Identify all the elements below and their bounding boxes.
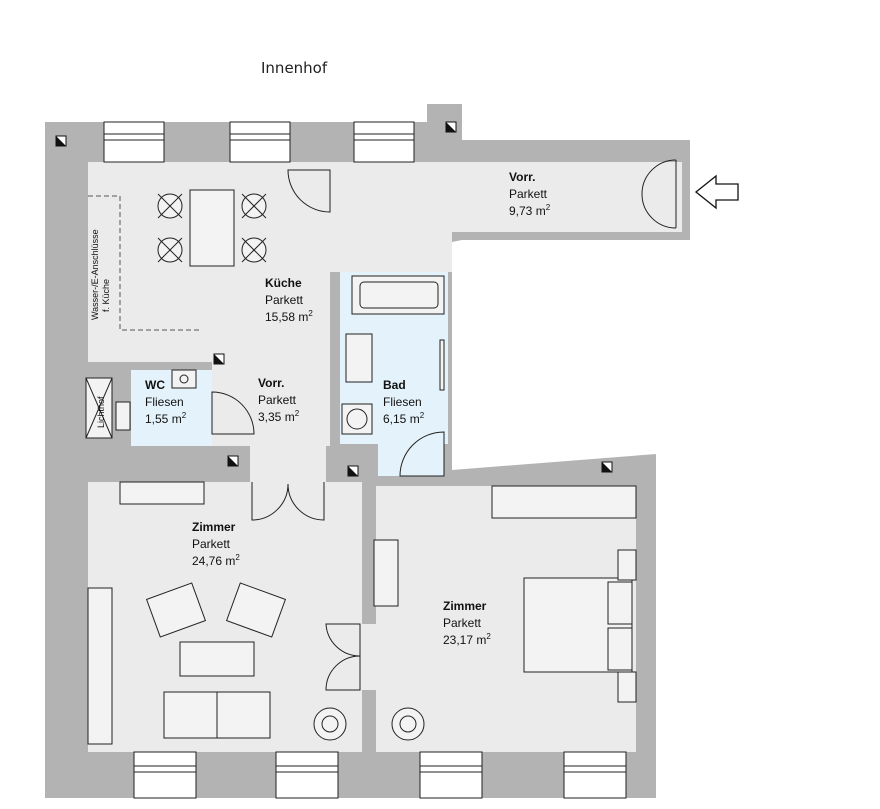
entry-hall-floor xyxy=(330,162,682,232)
windows-top xyxy=(103,121,415,163)
svg-text:Vorr.: Vorr. xyxy=(509,170,535,184)
bath-fixtures xyxy=(341,275,445,435)
svg-text:6,15 m2: 6,15 m2 xyxy=(383,411,425,426)
wc-fixtures xyxy=(85,369,197,439)
kitchen-furniture xyxy=(88,189,267,331)
svg-text:Parkett: Parkett xyxy=(265,293,304,307)
living-furniture xyxy=(87,481,347,745)
svg-text:Küche: Küche xyxy=(265,276,302,290)
svg-text:Fliesen: Fliesen xyxy=(145,395,184,409)
room-label-bath: Bad Fliesen 6,15 m2 xyxy=(383,378,425,426)
svg-text:Parkett: Parkett xyxy=(192,537,231,551)
room-label-wc: WC Fliesen 1,55 m2 xyxy=(145,378,187,426)
bedroom-furniture xyxy=(373,485,637,741)
room-label-small-hall: Vorr. Parkett 3,35 m2 xyxy=(258,376,300,424)
svg-text:Bad: Bad xyxy=(383,378,406,392)
svg-text:Vorr.: Vorr. xyxy=(258,376,284,390)
svg-text:3,35 m2: 3,35 m2 xyxy=(258,409,300,424)
svg-text:WC: WC xyxy=(145,378,165,392)
svg-text:Zimmer: Zimmer xyxy=(443,599,487,613)
svg-text:1,55 m2: 1,55 m2 xyxy=(145,411,187,426)
lightwell-label: Lichthof xyxy=(96,396,106,428)
svg-text:Parkett: Parkett xyxy=(258,393,297,407)
svg-text:Parkett: Parkett xyxy=(509,187,548,201)
entrance-arrow-icon xyxy=(694,174,739,210)
room-label-kitchen: Küche Parkett 15,58 m2 xyxy=(265,276,313,324)
water-connections-label: Wasser-/E-Anschlüsse xyxy=(90,229,100,320)
small-hall-floor xyxy=(212,362,330,446)
svg-text:23,17 m2: 23,17 m2 xyxy=(443,632,491,647)
room-label-bedroom: Zimmer Parkett 23,17 m2 xyxy=(443,599,491,647)
room-label-entry-hall: Vorr. Parkett 9,73 m2 xyxy=(509,170,551,218)
svg-text:Parkett: Parkett xyxy=(443,616,482,630)
courtyard-label: Innenhof xyxy=(261,59,328,77)
svg-text:24,76 m2: 24,76 m2 xyxy=(192,553,240,568)
svg-text:Fliesen: Fliesen xyxy=(383,395,422,409)
windows-bottom xyxy=(133,751,627,799)
floors xyxy=(86,162,682,752)
svg-text:Zimmer: Zimmer xyxy=(192,520,236,534)
svg-text:15,58 m2: 15,58 m2 xyxy=(265,309,313,324)
svg-text:9,73 m2: 9,73 m2 xyxy=(509,203,551,218)
room-label-living: Zimmer Parkett 24,76 m2 xyxy=(192,520,240,568)
water-connections-kitchen-label: f. Küche xyxy=(101,279,111,312)
ventilation-shaft-icon xyxy=(55,121,613,477)
doors xyxy=(211,159,677,691)
